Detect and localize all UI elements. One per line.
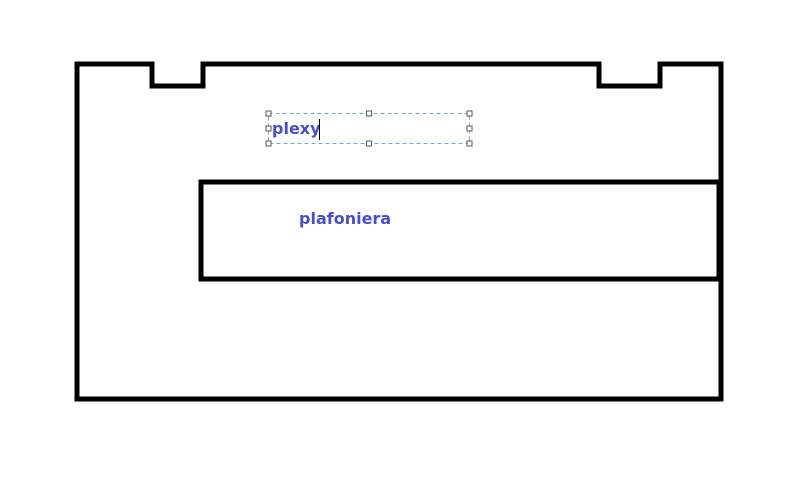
resize-handle-icon[interactable] — [265, 125, 272, 132]
resize-handle-icon[interactable] — [265, 140, 272, 147]
plafoniera-label: plafoniera — [299, 209, 392, 228]
text-caret-icon — [319, 119, 320, 140]
resize-handle-icon[interactable] — [466, 125, 473, 132]
resize-handle-icon[interactable] — [265, 110, 272, 117]
resize-handles — [265, 110, 473, 147]
resize-handle-icon[interactable] — [366, 140, 372, 147]
textbox-text[interactable]: plexy — [272, 119, 321, 138]
resize-handle-icon[interactable] — [366, 110, 372, 117]
resize-handle-icon[interactable] — [466, 110, 473, 117]
resize-handle-icon[interactable] — [466, 140, 473, 147]
plafoniera-shape[interactable] — [198, 179, 722, 282]
outer-enclosure-shape[interactable] — [74, 61, 724, 402]
